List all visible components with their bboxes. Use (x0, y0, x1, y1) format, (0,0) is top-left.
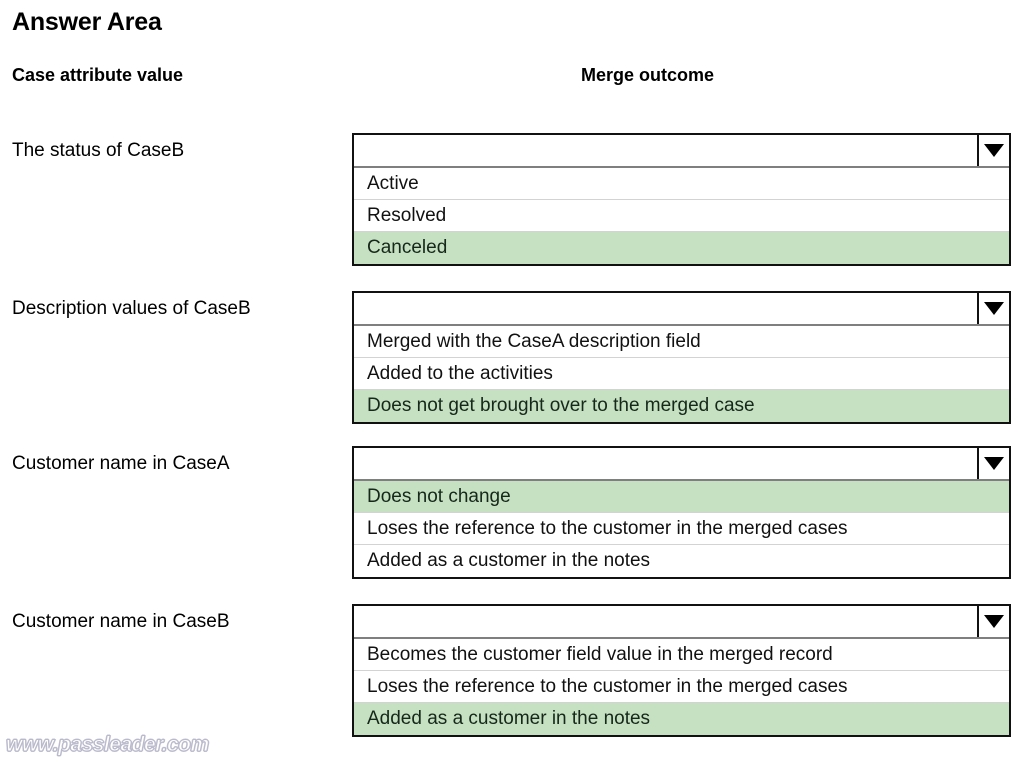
dropdown-option-selected[interactable]: Canceled (354, 232, 1009, 264)
chevron-down-icon[interactable] (977, 448, 1009, 479)
watermark: www.passleader.com (6, 733, 210, 757)
dropdown-selected-value (354, 606, 1009, 637)
dropdown-option[interactable]: Added to the activities (354, 358, 1009, 390)
column-header-case-attribute-value: Case attribute value (12, 65, 184, 85)
dropdown-select-box[interactable] (354, 448, 1009, 481)
merge-outcome-dropdown[interactable]: Becomes the customer field value in the … (352, 604, 1011, 737)
chevron-down-glyph (984, 457, 1004, 470)
dropdown-select-box[interactable] (354, 135, 1009, 168)
dropdown-option-selected[interactable]: Added as a customer in the notes (354, 703, 1009, 735)
dropdown-option-selected[interactable]: Does not get brought over to the merged … (354, 390, 1009, 422)
dropdown-option[interactable]: Active (354, 168, 1009, 200)
chevron-down-glyph (984, 615, 1004, 628)
dropdown-selected-value (354, 293, 1009, 324)
dropdown-selected-value (354, 448, 1009, 479)
dropdown-option[interactable]: Merged with the CaseA description field (354, 326, 1009, 358)
chevron-down-icon[interactable] (977, 293, 1009, 324)
row-label: Description values of CaseB (12, 298, 251, 319)
chevron-down-icon[interactable] (977, 135, 1009, 166)
row-label: The status of CaseB (12, 140, 185, 161)
dropdown-option[interactable]: Resolved (354, 200, 1009, 232)
dropdown-option[interactable]: Loses the reference to the customer in t… (354, 671, 1009, 703)
dropdown-selected-value (354, 135, 1009, 166)
row-label: Customer name in CaseA (12, 453, 230, 474)
dropdown-select-box[interactable] (354, 293, 1009, 326)
dropdown-option[interactable]: Becomes the customer field value in the … (354, 639, 1009, 671)
dropdown-select-box[interactable] (354, 606, 1009, 639)
dropdown-option[interactable]: Added as a customer in the notes (354, 545, 1009, 577)
chevron-down-glyph (984, 302, 1004, 315)
dropdown-option-selected[interactable]: Does not change (354, 481, 1009, 513)
column-header-merge-outcome: Merge outcome (581, 65, 715, 85)
chevron-down-glyph (984, 144, 1004, 157)
row-label: Customer name in CaseB (12, 611, 230, 632)
chevron-down-icon[interactable] (977, 606, 1009, 637)
dropdown-option-list: Becomes the customer field value in the … (354, 639, 1009, 735)
page-title: Answer Area (12, 8, 162, 36)
dropdown-option[interactable]: Loses the reference to the customer in t… (354, 513, 1009, 545)
